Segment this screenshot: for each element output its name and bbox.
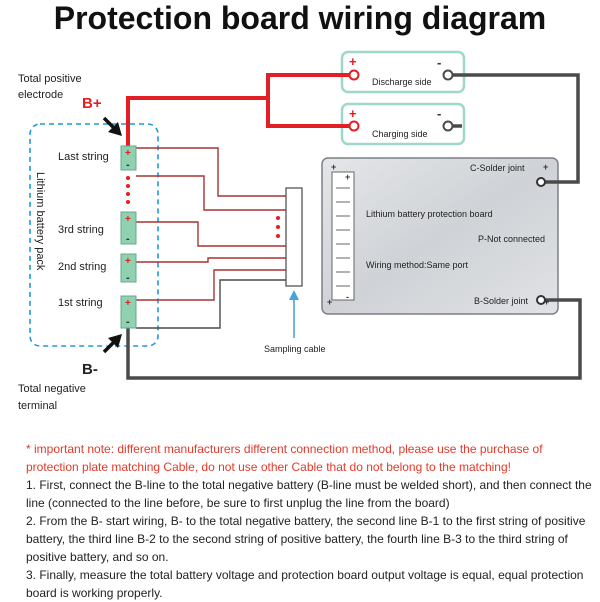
- b-minus-arrow: [102, 334, 122, 354]
- board-connector-plus: +: [345, 172, 350, 182]
- important-note: * important note: different manufacturer…: [26, 442, 543, 474]
- sampling-connector: [285, 187, 303, 287]
- board-connector-minus: -: [346, 292, 349, 302]
- cell-1st: [120, 295, 137, 329]
- note-step-2: 2. From the B- start wiring, B- to the t…: [26, 514, 586, 564]
- discharge-plus-sign: +: [349, 54, 357, 69]
- p-not-connected-label: P-Not connected: [478, 234, 545, 244]
- discharge-side-box: [340, 50, 466, 94]
- cell-1st-minus: -: [126, 316, 130, 328]
- string-label-last: Last string: [58, 151, 109, 163]
- note-step-1: 1. First, connect the B-line to the tota…: [26, 478, 592, 510]
- cell-last-plus: +: [125, 148, 131, 159]
- b-solder-label: B-Solder joint: [474, 296, 529, 306]
- battery-cells: [120, 145, 137, 329]
- charging-plus-sign: +: [349, 106, 357, 121]
- sampling-dots: [276, 216, 280, 238]
- note-step-3: 3. Finally, measure the total battery vo…: [26, 568, 584, 600]
- sampling-wire-negative: [136, 279, 286, 329]
- board-corner-bl: +: [327, 297, 332, 307]
- cell-2nd: [120, 253, 137, 283]
- string-label-2nd: 2nd string: [58, 261, 106, 273]
- discharge-plus-terminal: [348, 69, 360, 81]
- board-corner-tr: +: [543, 162, 548, 172]
- cell-1st-plus: +: [125, 298, 131, 309]
- string-label-3rd: 3rd string: [58, 224, 104, 236]
- board-name-label: Lithium battery protection board: [366, 209, 493, 219]
- discharge-side-label: Discharge side: [372, 77, 432, 87]
- b-plus-arrow: [102, 116, 122, 136]
- discharge-minus-sign: -: [437, 55, 441, 70]
- b-plus-label: B+: [82, 95, 102, 112]
- charging-minus-terminal: [442, 120, 454, 132]
- sampling-cable-arrow: [289, 290, 299, 338]
- total-negative-line1: Total negative: [18, 383, 86, 395]
- wiring-notes: * important note: different manufacturer…: [26, 440, 594, 602]
- charging-plus-terminal: [348, 120, 360, 132]
- cell-2nd-plus: +: [125, 256, 131, 267]
- battery-pack-label: Lithium battery pack: [34, 172, 46, 271]
- charging-side-label: Charging side: [372, 129, 428, 139]
- board-corner-tl: +: [331, 162, 336, 172]
- cell-dots: [126, 176, 130, 204]
- b-solder-joint: [536, 295, 546, 305]
- wiring-diagram: Lithium battery pack: [18, 50, 582, 412]
- battery-pack-outline: [29, 123, 159, 347]
- discharge-minus-terminal: [442, 69, 454, 81]
- wiring-method-label: Wiring method:Same port: [366, 260, 469, 270]
- cell-3rd-minus: -: [126, 233, 130, 245]
- c-solder-joint: [536, 177, 546, 187]
- board-connector: [331, 171, 355, 301]
- cell-last-minus: -: [126, 159, 130, 171]
- b-minus-label: B-: [82, 361, 98, 378]
- positive-wires: [126, 73, 352, 146]
- cell-3rd: [120, 211, 137, 245]
- total-negative-line2: terminal: [18, 400, 57, 412]
- charging-minus-sign: -: [437, 106, 441, 121]
- total-positive-line1: Total positive: [18, 73, 82, 85]
- sampling-wires: [136, 147, 286, 301]
- board-corner-br: +: [544, 297, 549, 307]
- cell-2nd-minus: -: [126, 272, 130, 284]
- sampling-cable-label: Sampling cable: [264, 344, 326, 354]
- cell-last: [120, 145, 137, 171]
- protection-board: [321, 157, 559, 315]
- string-label-1st: 1st string: [58, 297, 103, 309]
- total-positive-line2: electrode: [18, 89, 63, 101]
- board-connector-pins: [336, 187, 350, 287]
- cell-3rd-plus: +: [125, 214, 131, 225]
- c-solder-label: C-Solder joint: [470, 163, 525, 173]
- page-title: Protection board wiring diagram: [53, 0, 547, 36]
